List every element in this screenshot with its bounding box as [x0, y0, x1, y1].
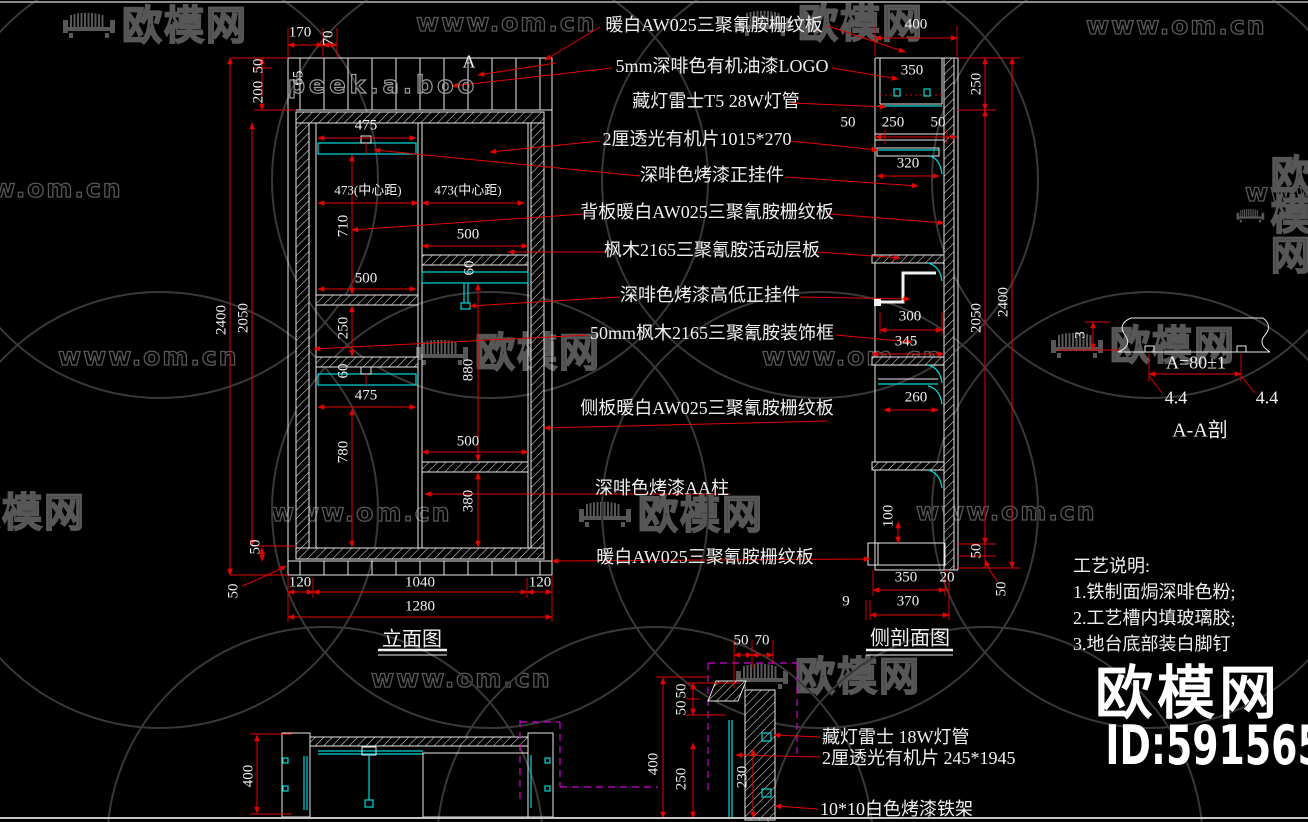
- elevation-drawing: [287, 57, 553, 576]
- title-underlines: [378, 648, 953, 656]
- brand-watermark-text: 欧模网: [1109, 323, 1236, 369]
- section-drawing: [867, 57, 959, 571]
- brand-watermark-text: 欧模网: [1270, 153, 1308, 279]
- url-watermark: www.om.cn: [370, 664, 552, 693]
- url-watermark: www.om.cn: [57, 342, 239, 371]
- brand-watermark: 欧模网: [1236, 153, 1308, 279]
- brand-watermark-text: 欧模网: [794, 654, 921, 700]
- site-logo-text: 欧模网: [1094, 659, 1281, 727]
- url-watermark-text: www.om.cn: [415, 8, 597, 37]
- brand-watermark-text: 欧模网: [121, 3, 248, 49]
- brand-watermark: 欧模网: [578, 492, 764, 538]
- top-edge-line: [0, 1, 1308, 3]
- url-watermark: www.om.cn: [415, 8, 597, 37]
- brand-watermark: 欧模网: [735, 654, 921, 700]
- url-watermark-text: www.om.cn: [57, 342, 239, 371]
- sofa-icon: [739, 10, 791, 36]
- leader-lines: [313, 25, 945, 810]
- url-watermark: www.om.cn: [0, 174, 123, 203]
- brand-watermark-text: 欧模网: [637, 492, 764, 538]
- url-watermark: www.om.cn: [1244, 178, 1308, 207]
- url-watermark-text: www.om.cn: [0, 174, 123, 203]
- brand-watermark: 欧模网: [0, 490, 86, 536]
- bottom-edge-line: [0, 817, 1308, 819]
- sofa-icon: [1236, 208, 1265, 223]
- url-watermark: www.om.cn: [1085, 11, 1267, 40]
- sofa-icon: [63, 12, 115, 38]
- sofa-icon: [579, 501, 631, 527]
- brand-watermark-text: 欧模网: [0, 490, 86, 536]
- brand-watermark: 欧模网: [1050, 323, 1236, 369]
- aa-detail-drawing: [1117, 317, 1271, 353]
- url-watermark-text: www.om.cn: [1244, 178, 1308, 207]
- sofa-icon: [416, 339, 468, 365]
- brand-watermark: 欧模网: [62, 3, 248, 49]
- url-watermark-text: www.om.cn: [370, 664, 552, 693]
- url-watermark-text: www.om.cn: [1085, 11, 1267, 40]
- model-id-text: ID:591565: [1105, 714, 1308, 777]
- sofa-icon: [736, 663, 788, 689]
- bottom-plan-detail: [281, 720, 658, 818]
